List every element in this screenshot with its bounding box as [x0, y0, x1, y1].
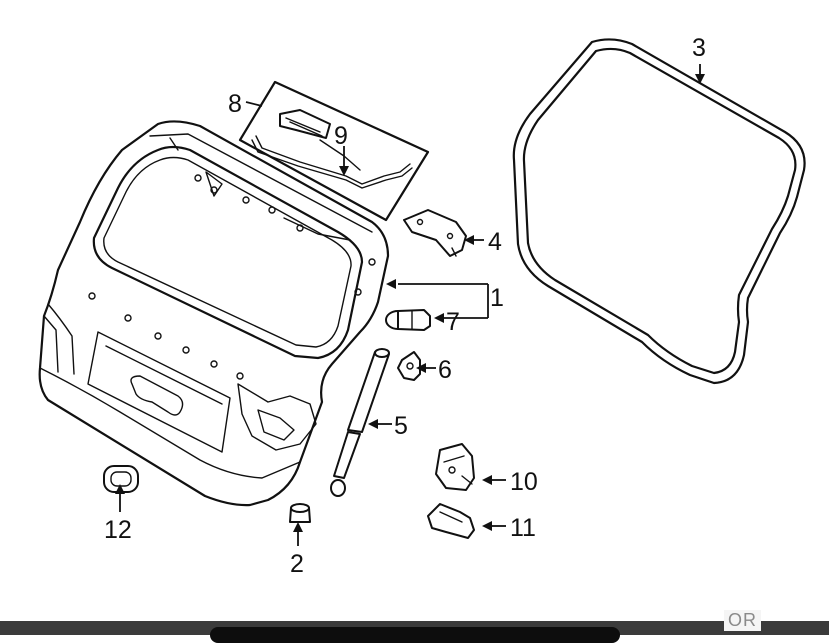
bottom-right-text: OR: [724, 610, 761, 631]
leader-lines: [115, 64, 705, 546]
hinge-part: [403, 209, 467, 257]
camera-part: [279, 109, 331, 139]
callout-9: 9: [334, 122, 348, 150]
support-strut-part: [330, 348, 390, 497]
bumper-stop-part: [385, 309, 431, 331]
callout-4: 4: [488, 228, 502, 256]
callout-12: 12: [104, 516, 132, 544]
callout-8: 8: [228, 90, 242, 118]
callout-2: 2: [290, 550, 304, 578]
liftgate-part: [38, 120, 390, 507]
callout-11: 11: [510, 514, 536, 542]
bottom-pill-control[interactable]: [210, 627, 620, 643]
callout-6: 6: [438, 356, 452, 384]
callout-5: 5: [394, 412, 408, 440]
weatherstrip-part: [512, 38, 806, 385]
callout-10: 10: [510, 468, 538, 496]
striker-plate-part: [427, 503, 475, 539]
camera-inset-box: [238, 80, 430, 222]
latch-part: [435, 443, 475, 491]
cap-part: [289, 503, 311, 523]
callout-7: 7: [446, 308, 460, 336]
callout-3: 3: [692, 34, 706, 62]
striker-part: [397, 351, 421, 381]
callout-1: 1: [490, 284, 504, 312]
